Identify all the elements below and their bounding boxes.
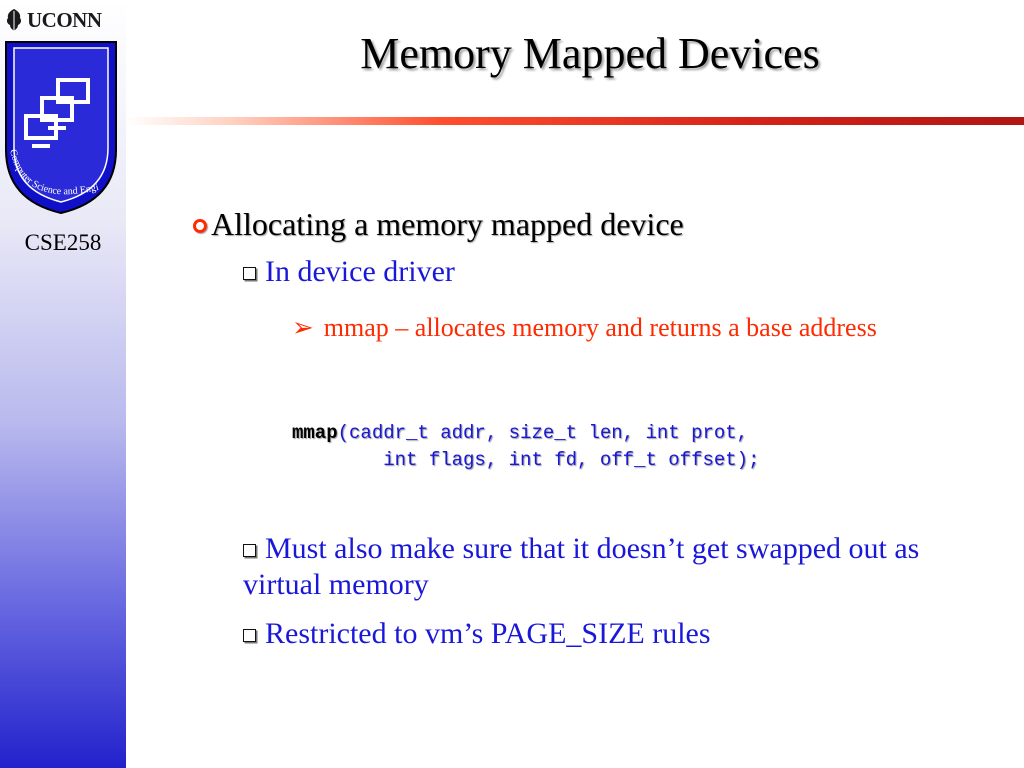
monitors-icon — [24, 78, 90, 148]
bullet-swapped: Must also make sure that it doesn’t get … — [243, 531, 963, 603]
bullet-page-size: Restricted to vm’s PAGE_SIZE rules — [243, 617, 711, 651]
slide-title: Memory Mapped Devices — [360, 29, 820, 78]
oak-leaf-icon — [6, 9, 22, 31]
university-name: UCONN — [27, 7, 102, 32]
title-rule — [126, 117, 1024, 125]
arrow-bullet-icon: ➢ — [292, 313, 314, 342]
square-bullet-icon — [243, 544, 256, 557]
bullet-device-driver: In device driver — [243, 255, 455, 289]
bullet-swapped-text: Must also make sure that it doesn’t get … — [243, 532, 920, 601]
code-line-1: (caddr_t addr, size_t len, int prot, — [337, 422, 749, 444]
bullet-mmap-detail: ➢ mmap – allocates memory and returns a b… — [292, 309, 962, 347]
bullet-page-size-text: Restricted to vm’s PAGE_SIZE rules — [265, 617, 711, 650]
sidebar: UCONN Computer Science and Engineering C… — [0, 0, 126, 768]
bullet-mmap-detail-text: mmap – allocates memory and returns a ba… — [323, 313, 877, 342]
circle-bullet-icon — [193, 219, 207, 233]
square-bullet-icon — [243, 629, 256, 642]
bullet-allocating-text: Allocating a memory mapped device — [211, 206, 684, 242]
code-line-2: int flags, int fd, off_t offset); — [292, 449, 760, 471]
course-code: CSE258 — [24, 230, 102, 255]
code-function-name: mmap — [292, 422, 338, 444]
bullet-device-driver-text: In device driver — [265, 255, 455, 288]
code-snippet: mmap(caddr_t addr, size_t len, int prot,… — [292, 420, 992, 474]
square-bullet-icon — [243, 267, 256, 280]
uconn-logo: UCONN — [4, 6, 122, 34]
bullet-allocating: Allocating a memory mapped device — [193, 206, 684, 243]
cse-shield-logo: Computer Science and Engineering — [2, 40, 117, 215]
